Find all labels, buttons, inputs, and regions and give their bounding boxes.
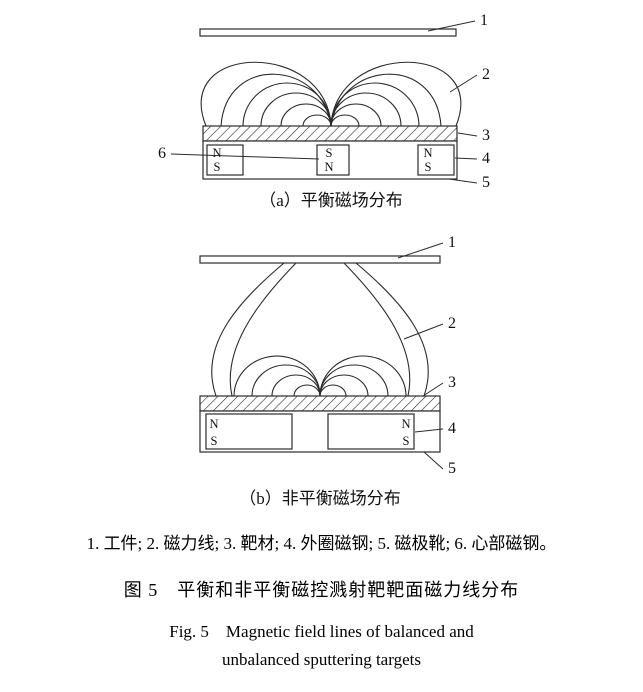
field-line — [302, 114, 332, 127]
field-line — [233, 355, 321, 397]
target-bar-a — [202, 125, 458, 142]
diagram-a-balanced: N S S N N S 1 2 3 4 5 6 （a）平衡磁场分布 — [158, 12, 490, 210]
magnet-pole-label: N — [423, 146, 432, 160]
figure-caption-zh: 图 5 平衡和非平衡磁控溅射靶靶面磁力线分布 — [123, 580, 520, 600]
field-line — [271, 374, 321, 397]
leader-line-5b — [423, 451, 444, 470]
field-line — [330, 73, 442, 127]
leader-line-1a — [427, 20, 476, 32]
field-line — [220, 73, 332, 127]
callout-5a: 5 — [482, 174, 490, 191]
field-line — [211, 262, 285, 397]
center-magnet-a — [316, 144, 350, 176]
magnet-pole-label: S — [425, 160, 432, 174]
subcaption-a: （a）平衡磁场分布 — [259, 191, 403, 210]
figure-caption-en-line1: Fig. 5 Magnetic field lines of balanced … — [169, 622, 474, 641]
figure-caption-en-line2: unbalanced sputtering targets — [222, 650, 421, 669]
leader-line-4a — [454, 157, 478, 160]
outer-magnet-left-b — [205, 413, 293, 450]
field-line — [319, 364, 389, 397]
field-line — [330, 103, 382, 127]
leader-line-3b — [422, 382, 444, 397]
callout-5b: 5 — [448, 460, 456, 477]
subcaption-b: （b）非平衡磁场分布 — [239, 489, 401, 508]
outer-magnet-left-a — [206, 144, 244, 176]
magnet-pole-label: S — [403, 434, 410, 448]
callout-1a: 1 — [480, 12, 488, 29]
field-line — [319, 384, 347, 397]
field-line — [251, 364, 321, 397]
field-line — [319, 374, 369, 397]
leader-line-4b — [414, 428, 444, 433]
field-lines-a — [200, 61, 462, 127]
leader-line-2b — [403, 323, 444, 340]
magnet-pole-label: S — [211, 434, 218, 448]
callout-1b: 1 — [448, 234, 456, 251]
field-line — [330, 61, 462, 127]
outer-magnet-right-a — [417, 144, 455, 176]
field-line — [330, 82, 420, 127]
callout-2b: 2 — [448, 315, 456, 332]
workpiece-plate-b — [199, 255, 441, 264]
callout-4b: 4 — [448, 420, 456, 437]
leader-line-1b — [397, 242, 444, 259]
callout-4a: 4 — [482, 150, 490, 167]
field-line — [293, 384, 321, 397]
field-line — [200, 61, 332, 127]
field-line — [343, 262, 411, 397]
field-line — [330, 114, 360, 127]
leader-line-6a — [170, 153, 320, 160]
callout-6a: 6 — [158, 145, 166, 162]
callout-3b: 3 — [448, 374, 456, 391]
target-bar-b — [199, 395, 441, 412]
field-line — [319, 355, 407, 397]
field-line — [242, 82, 332, 127]
diagram-b-unbalanced: N S N S 1 2 3 4 5 （b）非平衡磁场分布 — [199, 234, 456, 508]
magnet-pole-label: N — [401, 417, 410, 431]
field-line — [229, 262, 297, 397]
magnetron-diagrams: N S S N N S 1 2 3 4 5 6 （a）平衡磁场分布 — [158, 12, 490, 508]
callout-2a: 2 — [482, 66, 490, 83]
field-line — [280, 103, 332, 127]
field-lines-b — [211, 262, 429, 397]
field-line — [355, 262, 429, 397]
magnet-pole-label: S — [326, 146, 333, 160]
magnet-pole-label: S — [214, 160, 221, 174]
leader-line-2a — [449, 74, 478, 93]
figure-legend: 1. 工件; 2. 磁力线; 3. 靶材; 4. 外圈磁钢; 5. 磁极靴; 6… — [86, 534, 557, 553]
leader-line-5a — [448, 178, 478, 184]
magnet-pole-label: N — [324, 160, 333, 174]
magnet-pole-label: N — [212, 146, 221, 160]
leader-line-3a — [457, 132, 478, 137]
magnet-pole-label: N — [209, 417, 218, 431]
callout-3a: 3 — [482, 127, 490, 144]
outer-magnet-right-b — [327, 413, 415, 450]
workpiece-plate-a — [199, 28, 457, 37]
